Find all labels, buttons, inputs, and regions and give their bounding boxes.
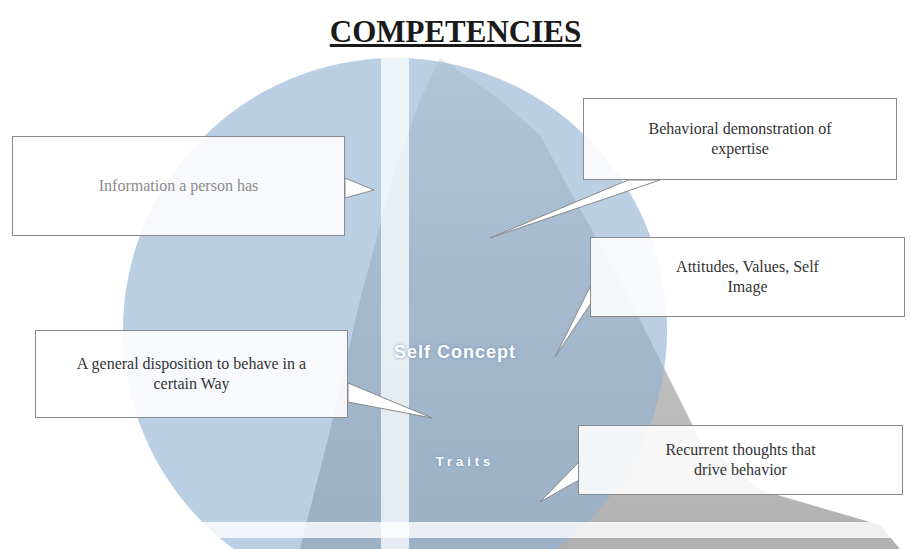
- callout-tail: [555, 285, 591, 357]
- callout-box: Information a person has: [12, 136, 345, 236]
- callout-tail: [348, 383, 432, 418]
- callout-box: Recurrent thoughts that drive behavior: [578, 425, 903, 495]
- callout-text: Behavioral demonstration of expertise: [630, 119, 850, 159]
- callout-text: A general disposition to behave in a cer…: [67, 354, 317, 394]
- callout-box: Behavioral demonstration of expertise: [583, 98, 897, 180]
- callout-text: Recurrent thoughts that drive behavior: [651, 440, 831, 480]
- callout-tail: [490, 180, 660, 238]
- callout-tail: [345, 178, 374, 198]
- watermark-band: [0, 522, 911, 538]
- callout-text: Attitudes, Values, Self Image: [663, 257, 833, 297]
- callout-tail: [540, 462, 579, 502]
- callout-text: Information a person has: [99, 176, 259, 196]
- diagram-title: COMPETENCIES: [0, 14, 911, 50]
- watermark-bar: [381, 58, 409, 549]
- callout-box: Attitudes, Values, Self Image: [590, 237, 905, 317]
- layer-label: Self Concept: [394, 342, 516, 363]
- callout-box: A general disposition to behave in a cer…: [35, 330, 348, 418]
- layer-label: Traits: [436, 454, 495, 469]
